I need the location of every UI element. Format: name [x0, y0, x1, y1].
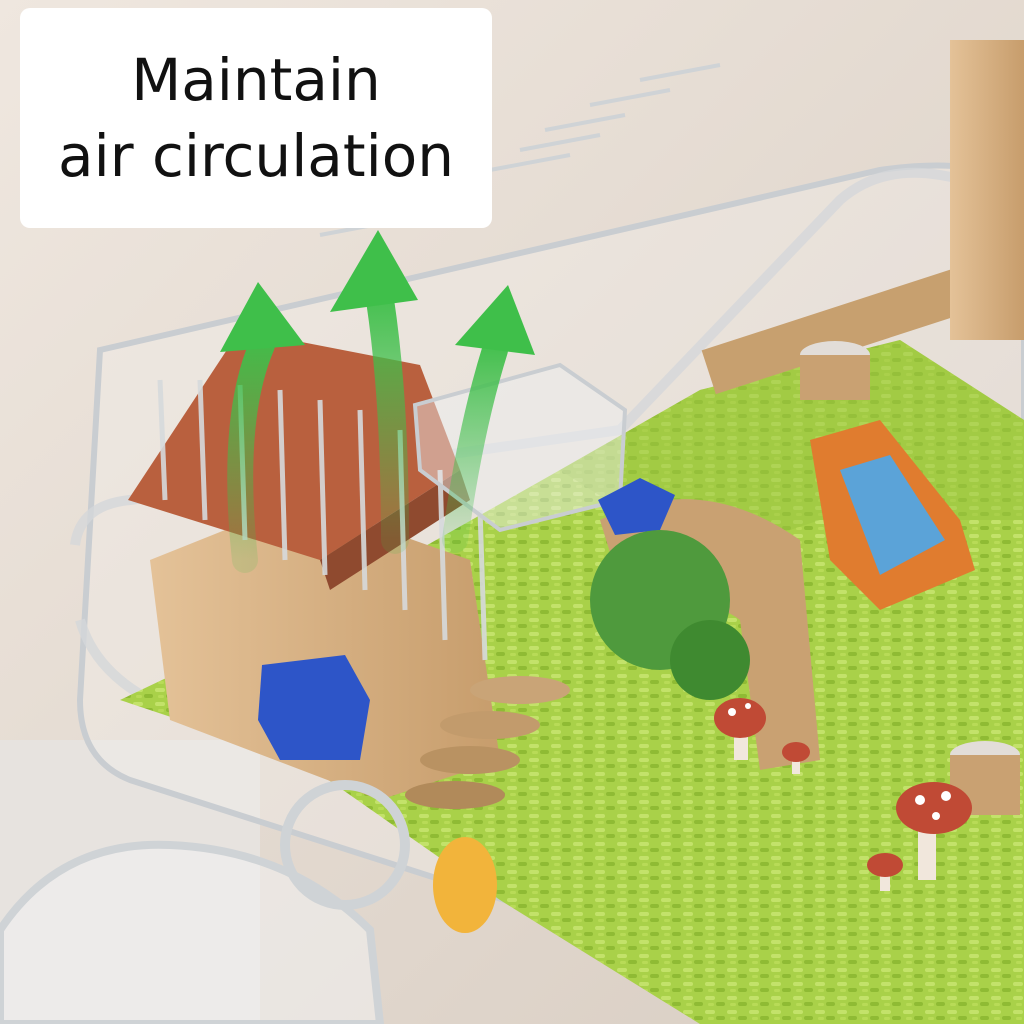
- mushroom-4: [782, 742, 810, 774]
- mushroom-2: [896, 782, 972, 880]
- wooden-toy-inner: [840, 455, 945, 575]
- lid-top-vents: [319, 63, 721, 237]
- blue-clip-right: [598, 478, 675, 535]
- mushroom-3: [867, 853, 903, 891]
- yellow-toy: [433, 837, 497, 933]
- blue-clip-left: [258, 655, 370, 760]
- caption-line-1: Maintain: [131, 46, 381, 114]
- airflow-arrow-icon: [442, 285, 535, 553]
- caption-box: Maintain air circulation: [20, 8, 492, 228]
- mushroom-1: [714, 698, 766, 760]
- cage-rim: [70, 167, 1024, 546]
- plant-bush-2: [670, 620, 750, 700]
- wood-tower: [950, 40, 1024, 340]
- wood-rail: [701, 251, 1021, 395]
- caption-line-2: air circulation: [58, 122, 454, 190]
- wood-stairs: [405, 676, 570, 809]
- lid-port-ring: [280, 780, 410, 910]
- airflow-arrow-icon: [220, 282, 305, 573]
- wood-house: [150, 500, 500, 800]
- lid-vent-slots: [157, 379, 488, 661]
- airflow-arrow-icon: [330, 230, 418, 554]
- small-stump: [800, 355, 870, 400]
